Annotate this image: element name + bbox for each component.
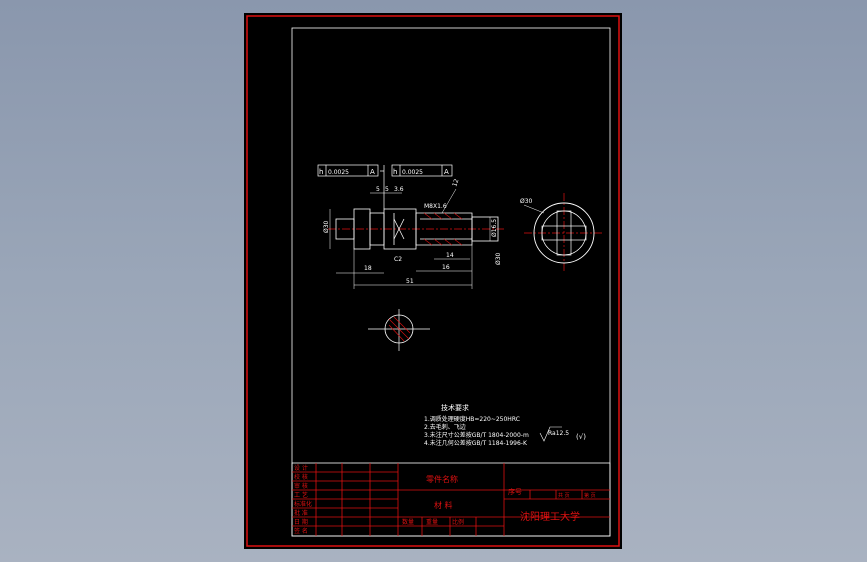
tb-row-1: 设 计 bbox=[294, 464, 308, 472]
material-label: 材 料 bbox=[434, 500, 453, 510]
tb-row-3: 审 核 bbox=[294, 482, 308, 490]
svg-text:3.6: 3.6 bbox=[394, 186, 404, 193]
footer-cell-2: 重量 bbox=[426, 518, 438, 526]
serial-label: 序号 bbox=[508, 487, 522, 496]
section-view bbox=[368, 309, 430, 351]
tol-right-datum: A bbox=[444, 168, 449, 176]
tolerance-frame-left: h 0.0025 A bbox=[317, 164, 385, 209]
tb-row-5: 标准化 bbox=[294, 500, 312, 508]
svg-text:Ø16.5: Ø16.5 bbox=[491, 219, 498, 237]
outer-border bbox=[246, 15, 620, 547]
sheet-no: 第 页 bbox=[584, 492, 596, 499]
side-view-label: Ø30 bbox=[520, 198, 533, 205]
svg-text:5: 5 bbox=[385, 186, 389, 193]
tb-row-6: 批 准 bbox=[294, 509, 308, 517]
tb-row-7: 日 期 bbox=[294, 518, 308, 526]
title-block bbox=[291, 462, 611, 537]
svg-text:Ø30: Ø30 bbox=[495, 252, 502, 265]
tol-left-symbol: h bbox=[319, 168, 323, 176]
drawing-sheet: h 0.0025 A h 0.0025 A 5 5 3.6 12 M8X1.6 … bbox=[244, 13, 622, 549]
tol-right-symbol: h bbox=[393, 168, 397, 176]
svg-text:Ø30: Ø30 bbox=[323, 220, 330, 233]
sheet-total: 共 页 bbox=[558, 492, 570, 499]
svg-text:16: 16 bbox=[442, 264, 450, 271]
svg-text:51: 51 bbox=[406, 278, 414, 285]
inner-frame bbox=[291, 27, 611, 537]
roughness-suffix: (√) bbox=[576, 433, 586, 441]
tb-row-2: 校 核 bbox=[294, 473, 308, 481]
tolerance-frame-right: h 0.0025 A bbox=[391, 164, 453, 177]
svg-text:C2: C2 bbox=[394, 256, 402, 263]
svg-text:12: 12 bbox=[451, 178, 460, 188]
dimension-lines bbox=[329, 188, 491, 289]
roughness-value: Ra12.5 bbox=[548, 430, 569, 437]
svg-text:M8X1.6: M8X1.6 bbox=[424, 203, 447, 210]
tb-row-4: 工 艺 bbox=[294, 491, 308, 499]
title-block-texts: 设 计 校 核 审 核 工 艺 标准化 批 准 日 期 签 名 零件名称 材 料… bbox=[294, 464, 596, 535]
svg-text:18: 18 bbox=[364, 265, 372, 272]
tb-row-8: 签 名 bbox=[294, 527, 308, 535]
part-front-view bbox=[328, 208, 506, 250]
technical-requirements: 技术要求 1.调质处理硬度HB=220~250HRC 2.去毛刺、飞边 3.未注… bbox=[424, 403, 586, 447]
footer-cell-3: 比例 bbox=[452, 518, 464, 526]
footer-cell-1: 数量 bbox=[402, 518, 414, 526]
tech-req-item-3: 3.未注尺寸公差按GB/T 1804-2000-m bbox=[424, 431, 529, 439]
tol-left-value: 0.0025 bbox=[328, 169, 349, 176]
part-side-view: Ø30 bbox=[520, 193, 604, 273]
svg-text:5: 5 bbox=[376, 186, 380, 193]
tol-left-datum: A bbox=[370, 168, 375, 176]
tech-req-item-1: 1.调质处理硬度HB=220~250HRC bbox=[424, 415, 520, 423]
tol-right-value: 0.0025 bbox=[402, 169, 423, 176]
tech-req-item-2: 2.去毛刺、飞边 bbox=[424, 423, 466, 431]
svg-text:14: 14 bbox=[446, 252, 454, 259]
part-name-label: 零件名称 bbox=[426, 474, 458, 484]
tech-req-item-4: 4.未注几何公差按GB/T 1184-1996-K bbox=[424, 439, 528, 447]
dimension-texts: 5 5 3.6 12 M8X1.6 Ø30 Ø16.5 18 14 16 51 … bbox=[323, 178, 502, 285]
tech-req-title: 技术要求 bbox=[441, 403, 469, 412]
university-name: 沈阳理工大学 bbox=[520, 510, 580, 523]
